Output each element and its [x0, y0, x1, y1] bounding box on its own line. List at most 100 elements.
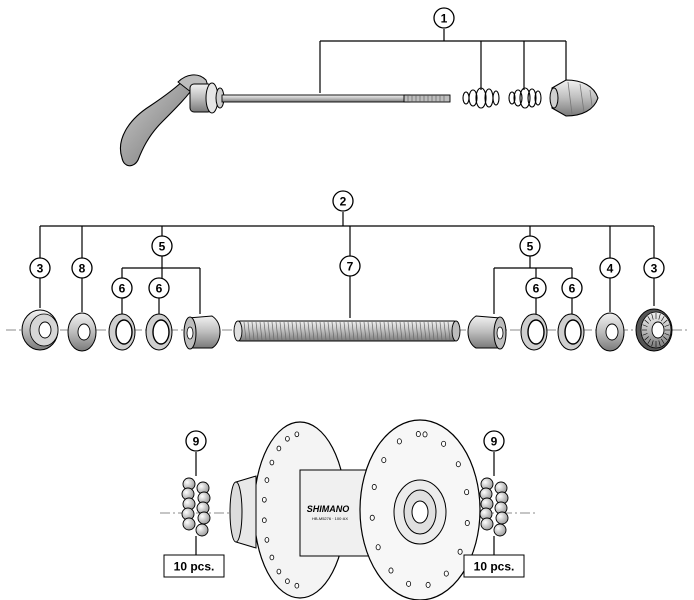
axle-thread-line [291, 321, 295, 341]
axle-thread-line [299, 321, 303, 341]
quantity-box-left: 10 pcs. [163, 554, 225, 578]
spoke-hole [294, 431, 300, 438]
washer-left [67, 312, 97, 352]
callout-5-right-label: 5 [527, 240, 534, 254]
axle-thread-line [347, 321, 351, 341]
spoke-hole [406, 580, 412, 587]
axle-thread-line [427, 321, 431, 341]
nut-tooth [642, 333, 648, 336]
axle-thread-line [315, 321, 319, 341]
bearing-ball [182, 517, 196, 531]
spoke-hole [457, 548, 463, 555]
bearing-ball [197, 511, 211, 525]
axle-thread-line [415, 321, 419, 341]
nut-tooth [644, 336, 649, 341]
axle-thread-line [407, 321, 411, 341]
axle-thread-line [283, 321, 287, 341]
spoke-hole [455, 461, 461, 468]
axle-thread-line [359, 321, 363, 341]
callout-2-label: 2 [340, 195, 347, 209]
nut-tooth [644, 319, 649, 324]
axle-thread-line [371, 321, 375, 341]
spoke-hole [375, 544, 381, 551]
callout-9-right-label: 9 [491, 435, 498, 449]
spoke-hole [415, 431, 421, 438]
axle-thread-line [251, 321, 255, 341]
axle-thread-line [435, 321, 439, 341]
axle-thread-line [267, 321, 271, 341]
axle-thread-line [439, 321, 443, 341]
callout-3-left-label: 3 [37, 262, 44, 276]
axle-thread-line [355, 321, 359, 341]
nut-tooth [661, 316, 665, 322]
spoke-hole [276, 445, 282, 452]
spoke-hole [425, 581, 431, 588]
callout-6-left-a: 6 [111, 277, 133, 299]
spoke-hole [441, 440, 447, 447]
axle-thread-line [303, 321, 307, 341]
nut-tooth [664, 324, 670, 327]
nut-tooth [658, 340, 661, 347]
spoke-hole [381, 457, 387, 464]
spoke-hole [464, 520, 470, 527]
nut-tooth [658, 313, 661, 320]
callout-9-right: 9 [483, 430, 505, 452]
axle-thread-line [363, 321, 367, 341]
callout-6-right-b: 6 [561, 277, 583, 299]
hub-model-text: HB-M5276 · 100·AX [312, 516, 348, 521]
axle-thread-line [443, 321, 447, 341]
nut-tooth [664, 333, 670, 336]
nut-tooth [651, 313, 654, 320]
quick-release-lever [120, 74, 225, 167]
spoke-hole [262, 517, 267, 524]
bearing-ball [195, 523, 209, 537]
callout-6-left-b-label: 6 [156, 282, 163, 296]
dust-seal-left-a [108, 313, 136, 351]
spoke-hole [464, 489, 470, 496]
nut-tooth [661, 338, 665, 344]
nut-tooth [647, 338, 651, 344]
spoke-hole [369, 514, 375, 521]
hub-shell: SHIMANO HB-M5276 · 100·AX [229, 419, 481, 600]
spoke-hole [264, 537, 270, 543]
callout-9-left-label: 9 [193, 435, 200, 449]
spoke-hole [443, 570, 449, 577]
spoke-hole [294, 582, 300, 589]
callout-8: 8 [71, 257, 93, 279]
callout-5-left-label: 5 [159, 240, 166, 254]
callout-1-label: 1 [441, 12, 448, 26]
axle-thread-line [279, 321, 283, 341]
bearing-ball [493, 523, 507, 537]
dust-seal-right-b [557, 313, 585, 351]
quantity-label-left: 10 pcs. [174, 560, 215, 574]
spoke-hole [422, 431, 428, 438]
axle-thread-line [419, 321, 423, 341]
callout-5-left: 5 [151, 235, 173, 257]
axle-thread-line [335, 321, 339, 341]
dust-seal-right-a [520, 313, 548, 351]
axle-thread-line [391, 321, 395, 341]
callout-3-right: 3 [643, 257, 665, 279]
nut-tooth [651, 340, 654, 347]
callout-2: 2 [332, 190, 354, 212]
spoke-holes-right [369, 431, 470, 588]
callout-5-right-bracket [493, 256, 573, 314]
cone-left [183, 315, 221, 350]
washer-right [595, 312, 625, 352]
callout-6-right-a-label: 6 [533, 282, 540, 296]
lock-nut-teeth [642, 313, 670, 347]
axle-thread-line [287, 321, 291, 341]
callout-4: 4 [599, 257, 621, 279]
nut-tooth [647, 316, 651, 322]
axle-thread-line [387, 321, 391, 341]
callout-5-left-bracket [121, 256, 201, 314]
cone-right [467, 315, 507, 350]
callout-5-right: 5 [519, 235, 541, 257]
quick-release-spring-right [508, 87, 542, 109]
callout-1: 1 [433, 7, 455, 29]
axle-thread-line [255, 321, 259, 341]
callout-3-right-label: 3 [651, 262, 658, 276]
axle-thread-line [431, 321, 435, 341]
axle-thread-line [395, 321, 399, 341]
lock-nut-right [635, 308, 673, 352]
